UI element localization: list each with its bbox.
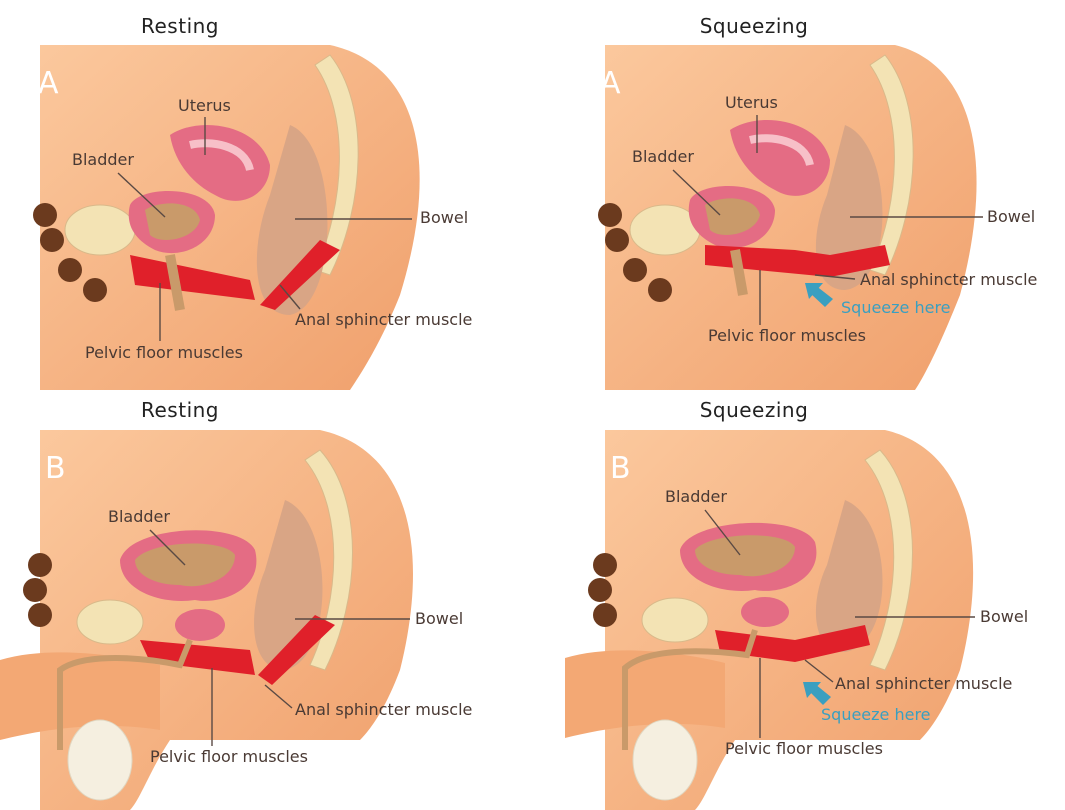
title-b-squeezing: Squeezing	[604, 398, 904, 422]
label-anal-sphincter: Anal sphincter muscle	[295, 310, 472, 329]
panel-b-resting: B Bladder Bowel Anal sphincter muscle Pe…	[0, 430, 520, 810]
label-anal-sphincter: Anal sphincter muscle	[835, 674, 1012, 693]
testicle	[68, 720, 132, 800]
label-bladder: Bladder	[108, 507, 170, 526]
label-bowel: Bowel	[980, 607, 1028, 626]
title-a-squeezing: Squeezing	[604, 14, 904, 38]
label-pelvic-floor: Pelvic floor muscles	[708, 326, 866, 345]
panel-letter: B	[45, 451, 66, 486]
label-pelvic-floor: Pelvic floor muscles	[725, 739, 883, 758]
pubic-bone	[65, 205, 135, 255]
title-b-resting: Resting	[30, 398, 330, 422]
label-squeeze-here: Squeeze here	[841, 298, 951, 317]
pubic-bone	[642, 598, 708, 642]
label-anal-sphincter: Anal sphincter muscle	[295, 700, 472, 719]
panel-a-resting: A Uterus Bladder Bowel Anal sphincter mu…	[0, 45, 520, 390]
label-bladder: Bladder	[665, 487, 727, 506]
label-bowel: Bowel	[415, 609, 463, 628]
prostate	[175, 609, 225, 641]
panel-letter: B	[610, 451, 631, 486]
label-pelvic-floor: Pelvic floor muscles	[150, 747, 308, 766]
title-a-resting: Resting	[30, 14, 330, 38]
label-squeeze-here: Squeeze here	[821, 705, 931, 724]
testicle	[633, 720, 697, 800]
label-bladder: Bladder	[72, 150, 134, 169]
prostate	[741, 597, 789, 627]
pubic-bone	[77, 600, 143, 644]
panel-b-squeezing: B Bladder Bowel Anal sphincter muscle Sq…	[565, 430, 1065, 810]
label-anal-sphincter: Anal sphincter muscle	[860, 270, 1037, 289]
label-bowel: Bowel	[420, 208, 468, 227]
label-uterus: Uterus	[725, 93, 778, 112]
penis	[565, 650, 725, 738]
label-pelvic-floor: Pelvic floor muscles	[85, 343, 243, 362]
panel-a-squeezing: A Uterus Bladder Bowel Anal sphincter mu…	[565, 45, 1065, 390]
label-bowel: Bowel	[987, 207, 1035, 226]
panel-letter: A	[600, 66, 621, 101]
label-uterus: Uterus	[178, 96, 231, 115]
label-bladder: Bladder	[632, 147, 694, 166]
penis	[0, 652, 160, 740]
panel-letter: A	[38, 66, 59, 101]
